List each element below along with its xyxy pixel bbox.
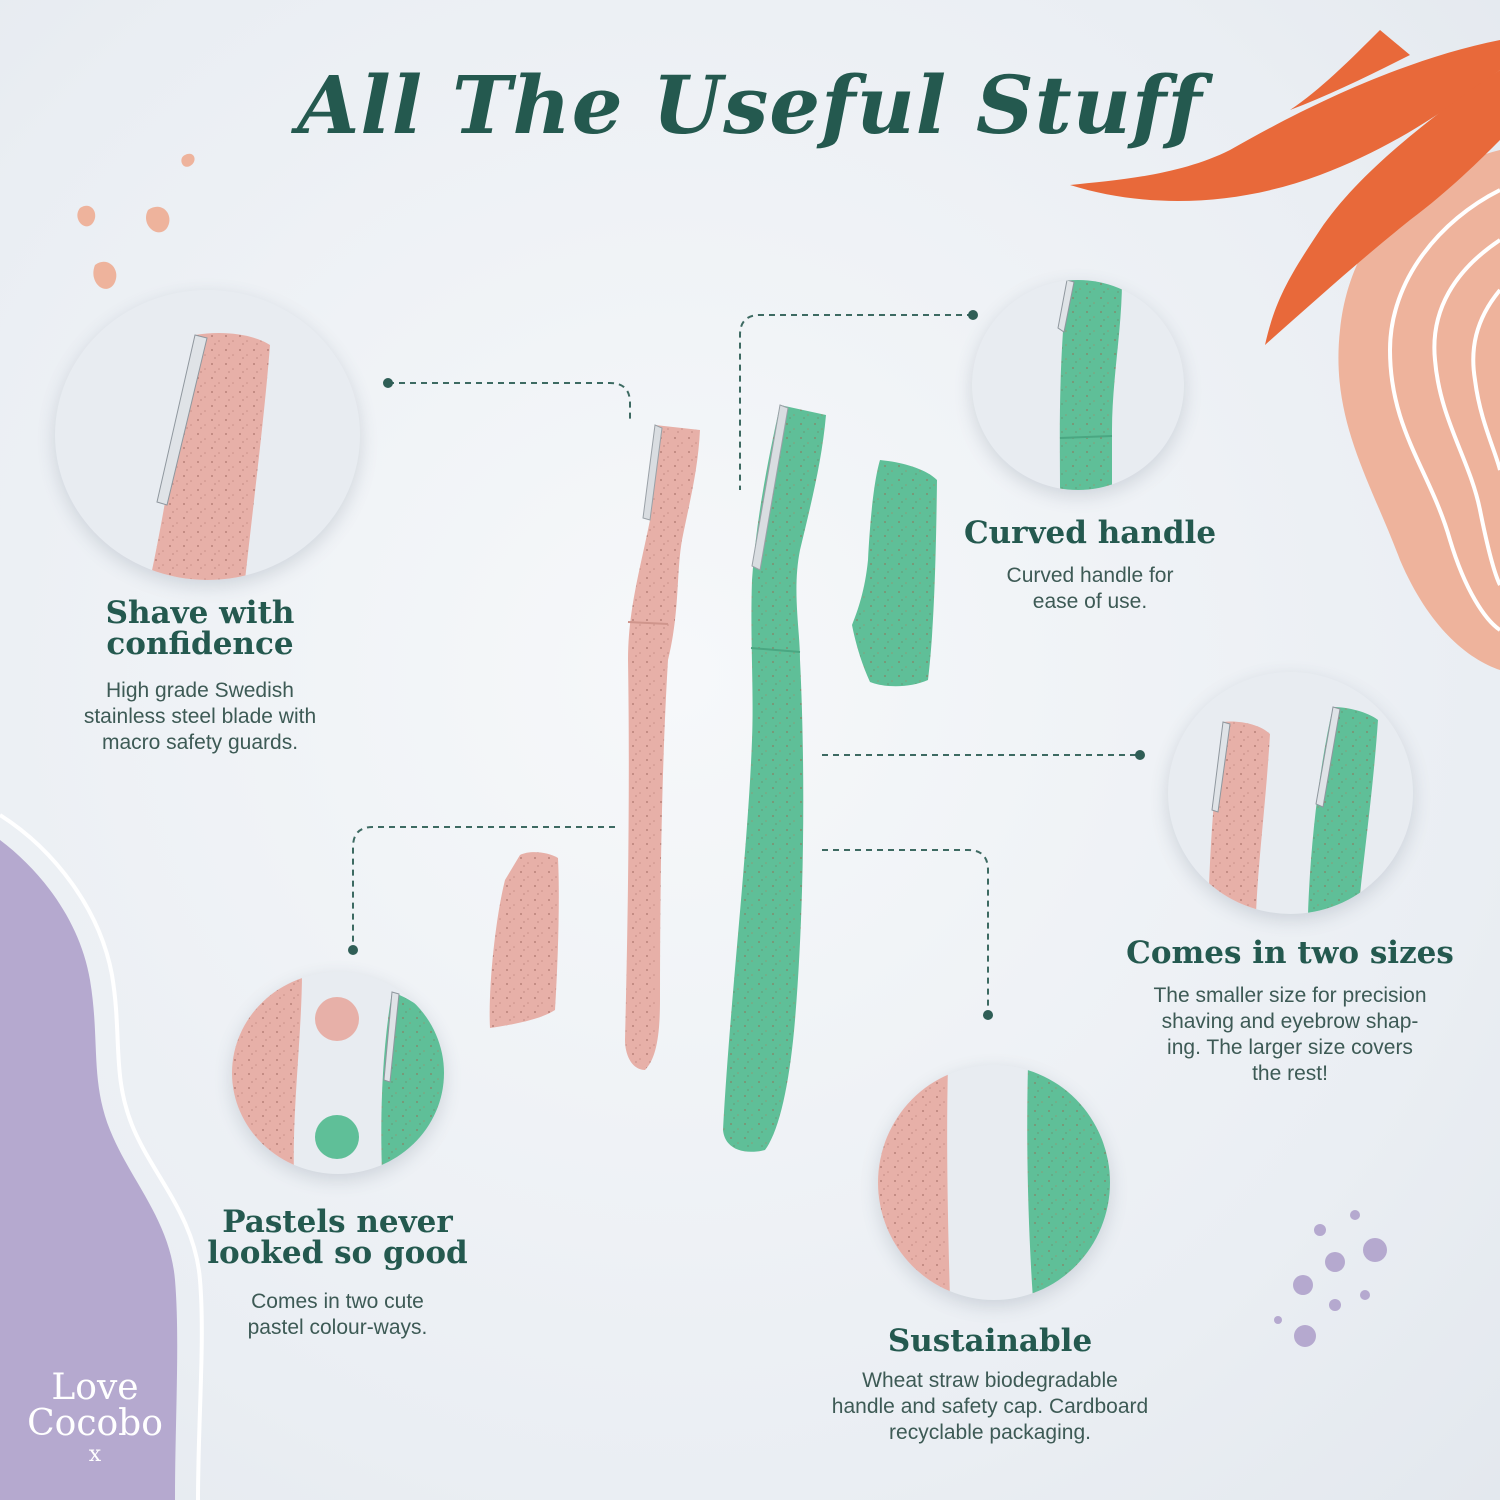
green-razor-cap (852, 460, 937, 687)
connector-shave (388, 382, 631, 420)
pink-colour-swatch (315, 997, 359, 1041)
lavender-blob (0, 840, 178, 1500)
description-line: The smaller size for precision (1153, 984, 1427, 1007)
connector-dot (1135, 750, 1145, 760)
page-title: All The Useful Stuff (297, 58, 1203, 152)
connector-pastels (352, 826, 615, 950)
description-line: Comes in two cute (251, 1290, 424, 1313)
brand-logo: Love Cocobo x (10, 1367, 180, 1468)
description-line: ease of use. (1032, 590, 1148, 613)
lavender-dot (1325, 1252, 1345, 1272)
feature-curved-description: Curved handle for ease of use. (940, 563, 1240, 615)
peach-dot (181, 153, 195, 167)
pastels-closeup (232, 972, 444, 1174)
lavender-dot (1350, 1210, 1360, 1220)
feature-sizes-heading: Comes in two sizes (1126, 935, 1454, 971)
description-line: Curved handle for (1006, 564, 1174, 587)
feature-shave-description: High grade Swedish stainless steel blade… (30, 678, 370, 756)
lavender-dot (1314, 1224, 1326, 1236)
peach-dot (93, 261, 117, 289)
heading-line: looked so good (207, 1235, 468, 1271)
description-line: Wheat straw biodegradable (862, 1369, 1118, 1392)
description-line: handle and safety cap. Cardboard (831, 1395, 1149, 1418)
closeup-blade-circle (55, 290, 360, 580)
orange-leaf (1265, 70, 1500, 345)
heading-line: Shave with (105, 595, 295, 631)
closeup-pastels-circle (232, 972, 444, 1174)
peach-dot (77, 205, 96, 227)
orange-leaf (1290, 30, 1410, 110)
closeup-curved-circle (972, 280, 1184, 490)
orange-leaf (1070, 40, 1500, 202)
description-line: stainless steel blade with (83, 705, 317, 728)
closeup-sustainable-circle (878, 1065, 1110, 1300)
feature-shave-heading: Shave with confidence (50, 598, 350, 660)
connector-dot (348, 945, 358, 955)
pink-razor-handle (625, 425, 700, 1070)
heading-line: confidence (106, 626, 294, 662)
blob-contour-line (1471, 288, 1500, 471)
two-sizes-closeup (1208, 706, 1378, 914)
description-line: shaving and eyebrow shap- (1161, 1010, 1419, 1033)
feature-curved-heading: Curved handle (963, 515, 1217, 551)
heading-line: Pastels never (222, 1204, 453, 1240)
lavender-dot (1329, 1299, 1341, 1311)
description-line: pastel colour-ways. (247, 1316, 428, 1339)
green-razor-blade (751, 404, 789, 571)
description-line: macro safety guards. (101, 731, 299, 754)
closeup-sizes-circle (1168, 672, 1413, 914)
pink-razor-seam (627, 621, 669, 625)
green-handle-closeup (1057, 280, 1122, 490)
connector-sustainable (822, 849, 989, 1015)
connector-curved (739, 314, 973, 490)
lavender-dot (1360, 1290, 1370, 1300)
blob-contour-line (1432, 238, 1500, 586)
pink-blade-closeup (150, 333, 270, 580)
feature-sustainable-heading: Sustainable (887, 1323, 1093, 1359)
peach-blob (1338, 150, 1500, 670)
description-line: the rest! (1252, 1062, 1328, 1085)
feature-pastels-description: Comes in two cute pastel colour-ways. (190, 1289, 485, 1341)
feature-sustainable-description: Wheat straw biodegradable handle and saf… (790, 1368, 1190, 1446)
lavender-dot (1294, 1325, 1316, 1347)
connector-dot (383, 378, 393, 388)
lavender-dot (1274, 1316, 1282, 1324)
blob-contour-line (1387, 188, 1500, 632)
feature-pastels-heading: Pastels never looked so good (190, 1207, 485, 1269)
green-colour-swatch (315, 1115, 359, 1159)
green-razor-handle (723, 405, 826, 1152)
feature-sizes-description: The smaller size for precision shaving a… (1110, 983, 1470, 1087)
logo-line: x (88, 1442, 102, 1467)
material-closeup (878, 1065, 1110, 1300)
logo-line: Love (51, 1367, 139, 1408)
connector-dot (968, 310, 978, 320)
blob-outline-line (0, 813, 204, 1500)
green-razor-seam (750, 647, 801, 653)
lavender-dot (1293, 1275, 1313, 1295)
logo-line: Cocobo (27, 1403, 163, 1444)
peach-dot (146, 206, 170, 233)
description-line: High grade Swedish (106, 679, 294, 702)
description-line: recyclable packaging. (889, 1421, 1091, 1444)
pink-razor-blade (642, 424, 663, 521)
pink-razor-cap (489, 852, 559, 1028)
connector-dot (983, 1010, 993, 1020)
lavender-dot (1363, 1238, 1387, 1262)
description-line: ing. The larger size covers (1167, 1036, 1413, 1059)
